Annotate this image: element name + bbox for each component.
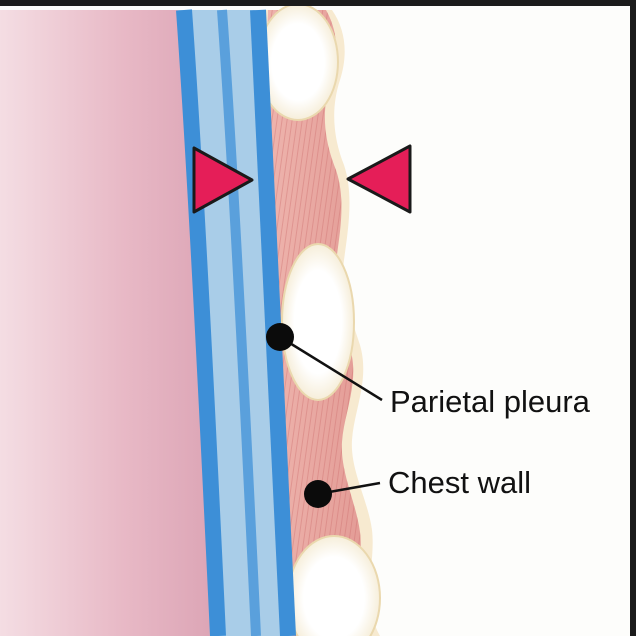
arrowhead-right-icon [192,146,254,214]
pleural-cavity-line [217,9,261,636]
marker-dot-icon [304,480,332,508]
parietal-pleura-leader [279,335,383,402]
label-parietal-pleura: Parietal pleura [390,384,591,419]
marker-dot-icon [266,323,294,351]
arrowhead-left-icon [346,144,412,214]
lung-tissue [0,10,222,636]
label-chest-wall: Chest wall [388,465,531,500]
rib-middle [281,243,355,401]
parietal-pleura-line [250,9,296,636]
visceral-pleura-line [176,9,226,636]
